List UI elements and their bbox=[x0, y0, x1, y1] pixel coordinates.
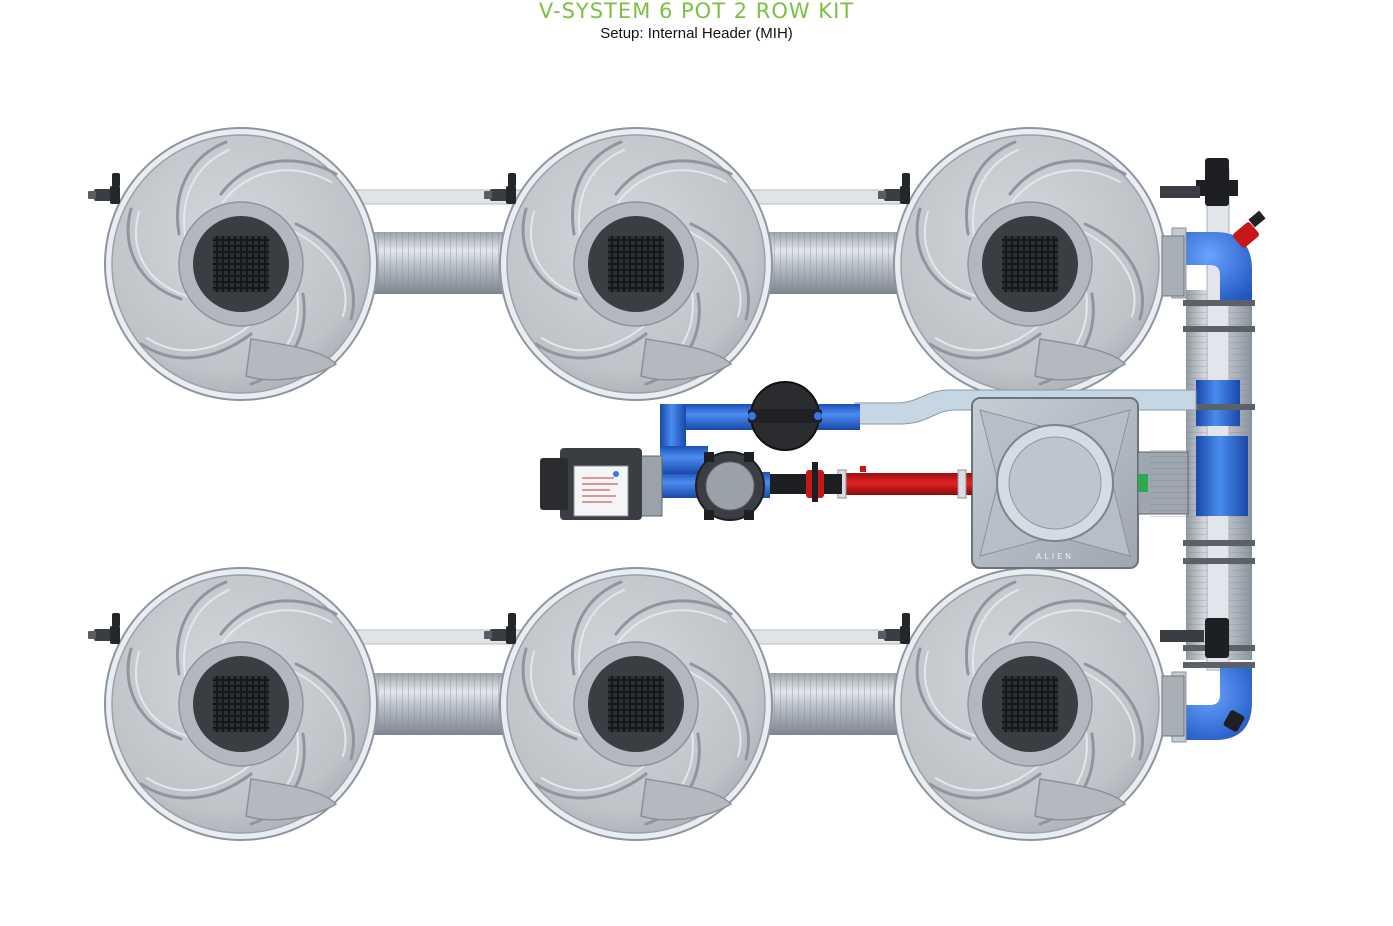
pot-top-1[interactable] bbox=[103, 126, 379, 402]
pot-bottom-1[interactable] bbox=[103, 566, 379, 842]
pot-bottom-3[interactable] bbox=[892, 566, 1168, 842]
pot-top-3[interactable] bbox=[892, 126, 1168, 402]
pot-bottom-2[interactable] bbox=[498, 566, 774, 842]
page-subtitle: Setup: Internal Header (MIH) bbox=[600, 25, 793, 42]
pot-top-2[interactable] bbox=[498, 126, 774, 402]
header-bottom-cap bbox=[1160, 618, 1245, 732]
page-title: V-SYSTEM 6 POT 2 ROW KIT bbox=[538, 0, 855, 23]
header-top-cap bbox=[1160, 158, 1238, 206]
reservoir-label: ALIEN bbox=[1036, 552, 1074, 561]
supply-line bbox=[770, 466, 972, 499]
pot-outlet-fittings bbox=[1161, 235, 1185, 737]
pump[interactable] bbox=[540, 448, 765, 521]
red-valve-icon[interactable] bbox=[1232, 210, 1266, 249]
ball-valve-icon[interactable] bbox=[806, 462, 824, 502]
filter-canister[interactable] bbox=[748, 381, 822, 451]
reservoir[interactable]: ALIEN bbox=[971, 397, 1190, 569]
